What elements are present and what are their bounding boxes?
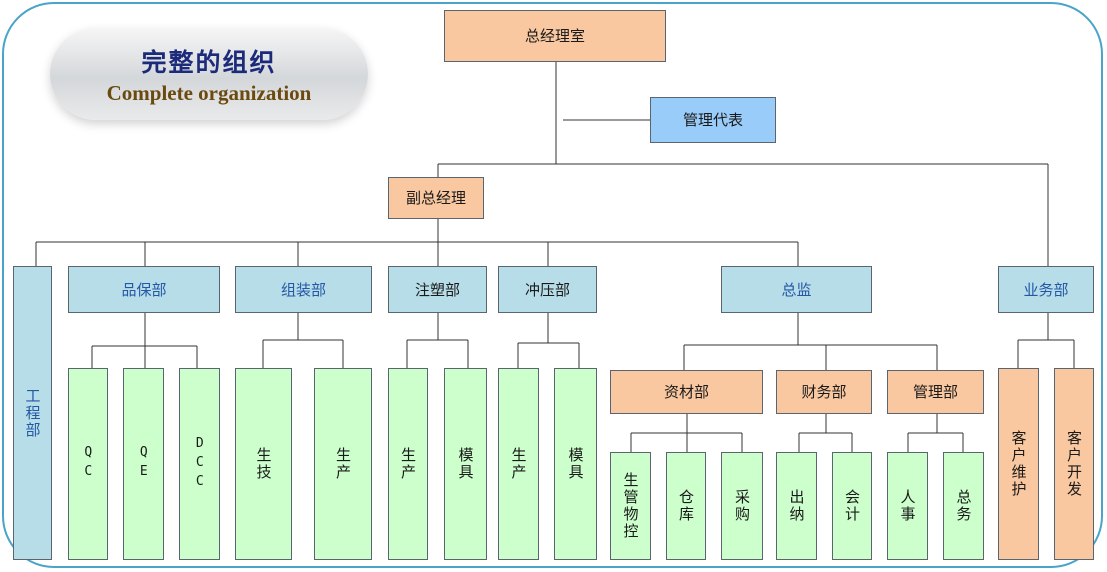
node-deputy-gm: 副总经理: [388, 177, 484, 219]
title-banner: 完整的组织 Complete organization: [50, 28, 368, 120]
node-inj-prod: 生产: [388, 368, 428, 560]
node-purchasing: 采购: [721, 452, 763, 560]
node-stp-mold: 模具: [554, 368, 597, 560]
node-sales: 业务部: [998, 266, 1094, 313]
node-mgmt-rep: 管理代表: [650, 97, 776, 143]
node-hr: 人事: [887, 452, 928, 560]
title-english: Complete organization: [106, 80, 312, 105]
node-asm-tech: 生技: [235, 368, 292, 560]
node-director: 总监: [721, 266, 872, 313]
node-general-affairs: 总务: [943, 452, 984, 560]
node-admin: 管理部: [887, 370, 984, 414]
title-chinese: 完整的组织: [141, 47, 277, 77]
node-inj-mold: 模具: [444, 368, 487, 560]
node-stp-prod: 生产: [498, 368, 539, 560]
node-cashier: 出纳: [776, 452, 817, 560]
node-asm-prod: 生产: [314, 368, 372, 560]
node-accounting: 会计: [832, 452, 872, 560]
node-assembly: 组装部: [235, 266, 372, 313]
node-dcc: DCC: [179, 368, 220, 560]
node-materials: 资材部: [610, 370, 763, 414]
node-warehouse: 仓库: [666, 452, 706, 560]
node-stamping: 冲压部: [498, 266, 597, 313]
node-finance: 财务部: [776, 370, 872, 414]
node-qa: 品保部: [68, 266, 220, 313]
node-customer-dev: 客户开发: [1054, 368, 1094, 560]
node-qc: QC: [68, 368, 108, 560]
node-injection: 注塑部: [388, 266, 487, 313]
node-qe: QE: [123, 368, 164, 560]
node-engineering: 工程部: [13, 266, 52, 560]
node-gm-office: 总经理室: [444, 10, 666, 62]
node-pmc: 生管物控: [610, 452, 651, 560]
node-customer-maint: 客户维护: [998, 368, 1039, 560]
